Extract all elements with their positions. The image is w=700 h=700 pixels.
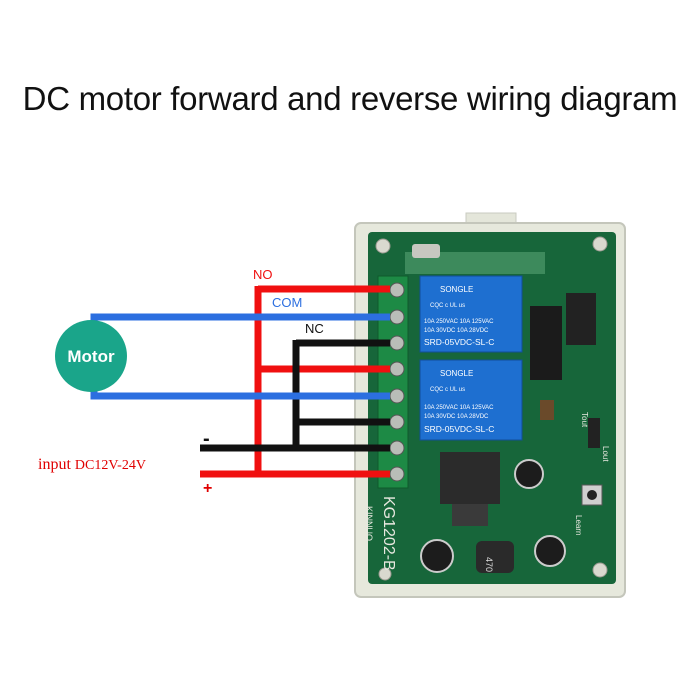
board-vendor: KINNUO bbox=[364, 506, 374, 541]
capacitor-3 bbox=[534, 535, 566, 567]
relay-1-marks: CQC c UL us bbox=[430, 303, 465, 309]
regulator-pins bbox=[452, 504, 488, 526]
terminal-screws bbox=[389, 282, 405, 482]
input-voltage: DC12V-24V bbox=[74, 458, 146, 473]
ic-chip-1 bbox=[566, 293, 596, 345]
relay-1: SONGLE CQC c UL us 10A 250VAC 10A 125VAC… bbox=[419, 275, 523, 353]
input-prefix: input bbox=[38, 456, 71, 473]
relay-2: SONGLE CQC c UL us 10A 250VAC 10A 125VAC… bbox=[419, 359, 523, 441]
relay-1-model: SRD-05VDC-SL-C bbox=[424, 337, 494, 347]
label-lout: Lout bbox=[601, 446, 610, 462]
mounting-holes bbox=[375, 236, 608, 581]
smd-part bbox=[540, 400, 554, 420]
capacitor-2 bbox=[420, 539, 454, 573]
label-nc: NC bbox=[305, 321, 324, 336]
diagram-title: DC motor forward and reverse wiring diag… bbox=[22, 80, 678, 117]
label-learn: Learn bbox=[574, 515, 583, 535]
terminal-block bbox=[377, 275, 409, 489]
inductor bbox=[476, 541, 514, 573]
relay-2-brand: SONGLE bbox=[440, 369, 473, 378]
voltage-regulator bbox=[440, 452, 500, 504]
inductor-value: 470 bbox=[484, 557, 494, 572]
motor-icon bbox=[55, 320, 127, 392]
input-minus-sign: - bbox=[203, 428, 210, 450]
relay-1-rating-1: 10A 250VAC 10A 125VAC bbox=[424, 319, 494, 325]
input-plus-sign: + bbox=[203, 480, 213, 497]
board-model: KG1202-B bbox=[380, 496, 397, 571]
rf-module bbox=[405, 252, 545, 274]
learn-button-cap[interactable] bbox=[587, 490, 597, 500]
relay-1-rating-2: 10A 30VDC 10A 28VDC bbox=[424, 328, 489, 334]
relay-2-rating-1: 10A 250VAC 10A 125VAC bbox=[424, 405, 494, 411]
relay-2-model: SRD-05VDC-SL-C bbox=[424, 424, 494, 434]
relay-1-brand: SONGLE bbox=[440, 285, 473, 294]
jumper-header bbox=[588, 418, 600, 448]
label-tout: Tout bbox=[580, 412, 589, 428]
label-no: NO bbox=[253, 267, 273, 282]
crystal bbox=[412, 244, 440, 258]
relay-2-rating-2: 10A 30VDC 10A 28VDC bbox=[424, 414, 489, 420]
motor-label: Motor bbox=[67, 347, 115, 366]
ic-chip-2 bbox=[530, 306, 562, 380]
relay-2-marks: CQC c UL us bbox=[430, 387, 465, 393]
input-voltage-label: input DC12V-24V bbox=[38, 456, 146, 474]
label-com: COM bbox=[272, 295, 302, 310]
capacitor-1 bbox=[514, 459, 544, 489]
